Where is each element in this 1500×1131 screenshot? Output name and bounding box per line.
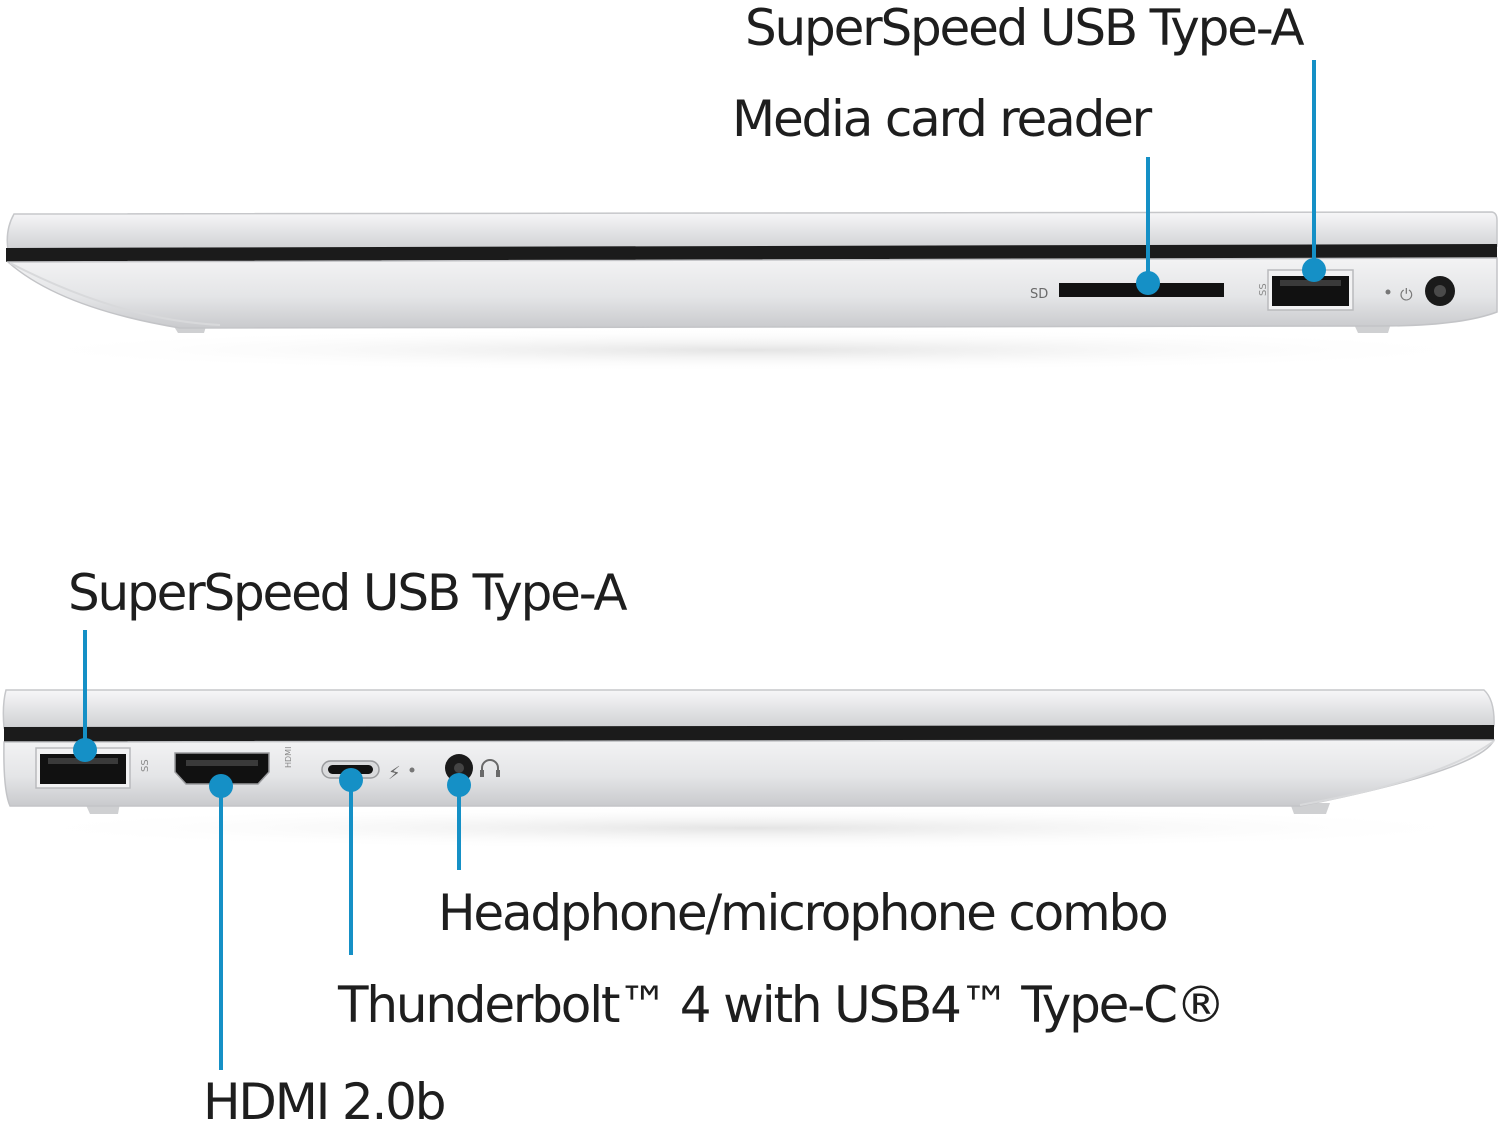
power-led [1385, 289, 1391, 295]
callout-usb-right [1302, 60, 1326, 282]
laptop-shadow [0, 806, 1500, 850]
power-icon: ⏻ [1400, 285, 1413, 304]
thunderbolt-icon: ⚡ [388, 763, 401, 784]
laptop-right-side: SD SS ⏻ [0, 211, 1500, 372]
callout-hdmi [209, 774, 233, 1070]
usb-ss-icon: SS [1258, 283, 1269, 296]
laptop-base [6, 257, 1498, 329]
label-usb-right: SuperSpeed USB Type-A [745, 0, 1305, 57]
label-audio: Headphone/microphone combo [438, 884, 1169, 942]
laptop-lid [6, 211, 1498, 251]
laptop-shadow [0, 328, 1500, 372]
sd-marking: SD [1030, 287, 1048, 302]
laptop-left-side: SS HDMI ⚡ [0, 689, 1500, 850]
callout-usb-left [73, 630, 97, 762]
laptop-lid [2, 689, 1495, 729]
label-thunderbolt: Thunderbolt™ 4 with USB4™ Type-C® [338, 976, 1226, 1034]
label-card-reader: Media card reader [732, 90, 1152, 148]
label-usb-left: SuperSpeed USB Type-A [68, 564, 628, 622]
callout-card-reader [1136, 157, 1160, 295]
hinge-gap [6, 244, 1497, 262]
callout-thunderbolt [339, 768, 363, 955]
hinge-gap [4, 725, 1494, 742]
hdmi-icon: HDMI [284, 747, 293, 768]
callout-audio [447, 773, 471, 870]
usb-ss-icon: SS [140, 759, 151, 772]
label-hdmi: HDMI 2.0b [203, 1073, 447, 1131]
charge-led [409, 767, 415, 773]
headphone-icon [481, 759, 499, 774]
